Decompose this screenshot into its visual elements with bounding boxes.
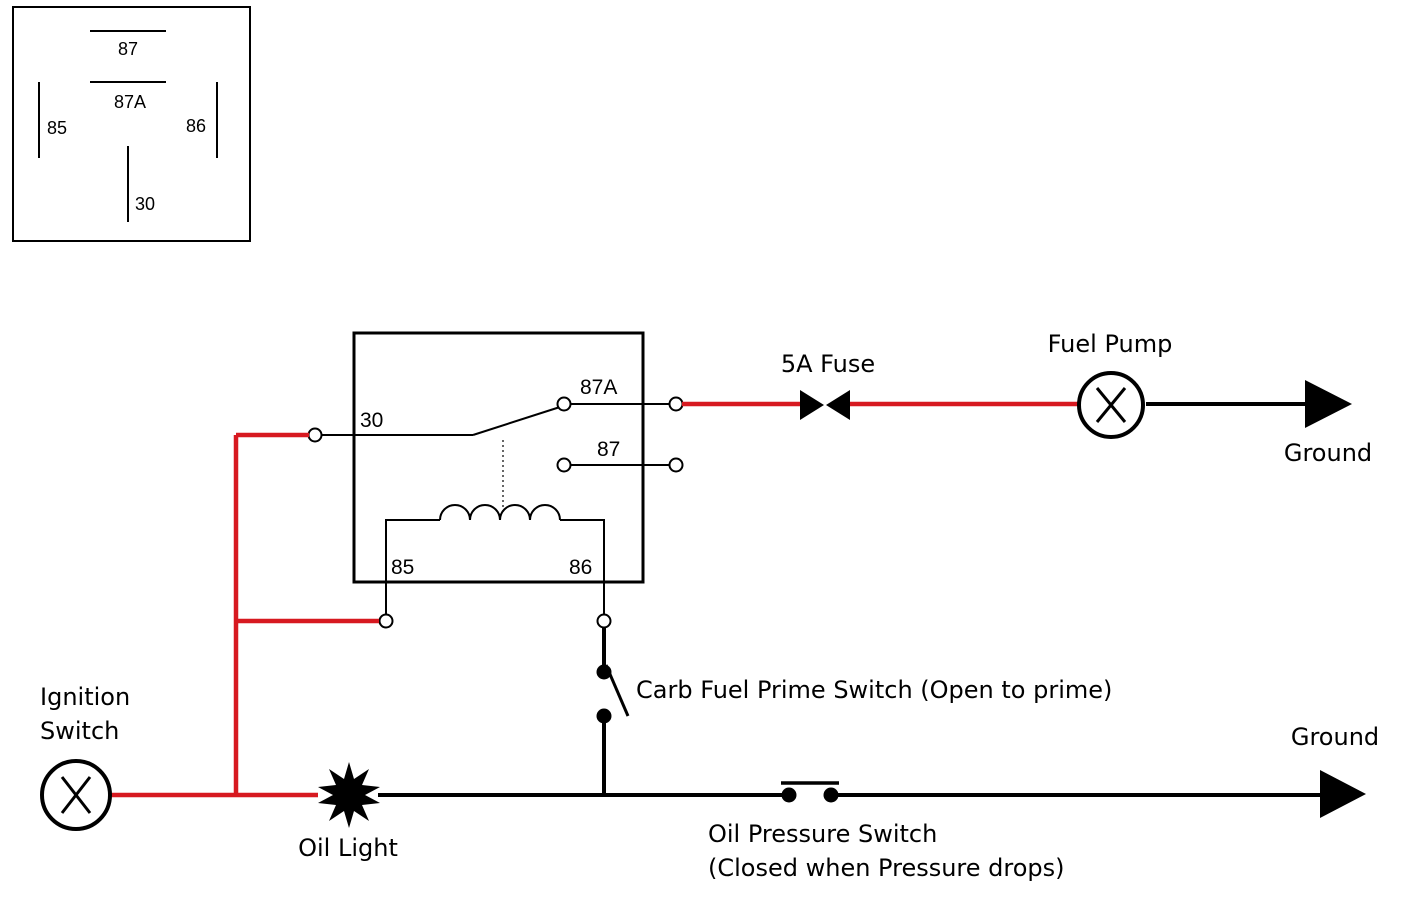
fuel-pump: Fuel Pump bbox=[1048, 330, 1173, 439]
oil-pressure-switch: Oil Pressure Switch (Closed when Pressur… bbox=[708, 781, 1065, 882]
relay-pin-30-label: 30 bbox=[360, 409, 383, 432]
legend-pin-87: 87 bbox=[118, 39, 138, 59]
hot-wires bbox=[110, 401, 1078, 798]
relay: 30 87A 87 85 86 bbox=[307, 331, 684, 629]
terminal-87a bbox=[668, 396, 684, 412]
carb-fuel-prime-switch: Carb Fuel Prime Switch (Open to prime) bbox=[596, 664, 1112, 724]
terminal-85 bbox=[378, 613, 394, 629]
terminal-86 bbox=[596, 613, 612, 629]
ground-arrow-bottom: Ground bbox=[1291, 723, 1379, 818]
ignition-switch: Ignition Switch bbox=[40, 683, 130, 831]
relay-pin-legend: 87 87A 85 86 30 bbox=[12, 6, 251, 242]
relay-coil bbox=[385, 440, 605, 621]
contact-87-inner bbox=[556, 457, 572, 473]
terminal-87 bbox=[668, 457, 684, 473]
ignition-label-line2: Switch bbox=[40, 717, 119, 745]
ground-arrow-top: Ground bbox=[1284, 380, 1372, 467]
relay-pin-86-label: 86 bbox=[569, 556, 592, 579]
ground-bottom-label: Ground bbox=[1291, 723, 1379, 751]
relay-pin-87a-label: 87A bbox=[580, 376, 617, 399]
legend-pin-85: 85 bbox=[47, 118, 67, 138]
oil-pressure-label-line2: (Closed when Pressure drops) bbox=[708, 854, 1065, 882]
fuel-pump-label: Fuel Pump bbox=[1048, 330, 1173, 358]
relay-pin-85-label: 85 bbox=[391, 556, 414, 579]
legend-pin-86: 86 bbox=[186, 116, 206, 136]
relay-pin-87-label: 87 bbox=[597, 438, 620, 461]
oil-light: Oil Light bbox=[298, 762, 398, 862]
fuse-label: 5A Fuse bbox=[781, 350, 875, 378]
terminal-30 bbox=[307, 427, 323, 443]
legend-pin-87a: 87A bbox=[114, 92, 146, 112]
legend-pin-30: 30 bbox=[135, 194, 155, 214]
relay-armature bbox=[472, 406, 561, 436]
oil-light-label: Oil Light bbox=[298, 834, 398, 862]
oil-pressure-label-line1: Oil Pressure Switch bbox=[708, 820, 937, 848]
fuse-5a: 5A Fuse bbox=[781, 350, 875, 420]
prime-switch-label: Carb Fuel Prime Switch (Open to prime) bbox=[636, 676, 1112, 704]
contact-87a-inner bbox=[556, 396, 572, 412]
ground-top-label: Ground bbox=[1284, 439, 1372, 467]
ignition-label-line1: Ignition bbox=[40, 683, 130, 711]
ground-wires bbox=[378, 402, 1330, 797]
